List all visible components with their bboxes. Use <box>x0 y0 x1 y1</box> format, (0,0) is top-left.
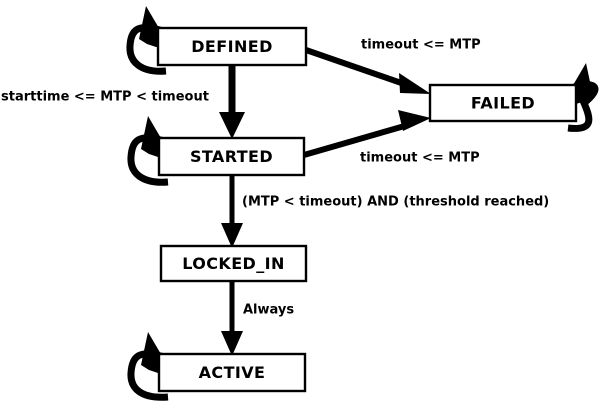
state-defined-label: DEFINED <box>191 37 273 56</box>
edge-label-timeout-mtp-lower: timeout <= MTP <box>360 151 480 166</box>
edge-defined-to-started-arrowhead <box>219 112 245 139</box>
state-active-box[interactable] <box>157 352 307 393</box>
self-loop-active-tip <box>148 349 160 368</box>
edge-defined-to-failed-line <box>305 47 411 89</box>
state-failed-label: FAILED <box>471 94 535 113</box>
state-locked-in[interactable]: LOCKED_IN <box>159 244 308 283</box>
state-started-label: STARTED <box>190 147 273 166</box>
edge-started-to-locked-in-arrowhead <box>221 223 243 248</box>
edge-label-always: Always <box>243 303 294 318</box>
state-failed-box[interactable] <box>428 83 578 123</box>
state-locked-in-box[interactable] <box>159 244 308 283</box>
edge-defined-to-failed-arrowhead <box>399 73 431 94</box>
state-started-box[interactable] <box>157 136 306 177</box>
edge-label-threshold-reached: (MTP < timeout) AND (threshold reached) <box>242 195 549 210</box>
state-locked-in-label: LOCKED_IN <box>182 254 285 273</box>
self-loop-started-tip <box>148 133 160 152</box>
edge-label-timeout-mtp-upper: timeout <= MTP <box>361 38 481 53</box>
state-active-label: ACTIVE <box>199 363 266 382</box>
state-defined-box[interactable] <box>156 26 308 67</box>
edge-locked-in-to-active <box>221 281 243 356</box>
edge-started-to-failed <box>303 110 431 158</box>
edge-defined-to-started <box>219 65 245 139</box>
self-loop-defined-tip <box>147 23 159 42</box>
edge-defined-to-failed <box>305 47 431 94</box>
self-loop-failed-tip <box>574 80 586 99</box>
edge-label-starttime-mtp-timeout: starttime <= MTP < timeout <box>1 90 209 105</box>
state-started[interactable]: STARTED <box>157 136 306 177</box>
edge-started-to-failed-line <box>303 122 409 158</box>
state-active[interactable]: ACTIVE <box>157 352 307 393</box>
state-failed[interactable]: FAILED <box>428 83 578 123</box>
edge-started-to-locked-in <box>221 175 243 248</box>
edge-started-to-failed-arrowhead <box>398 110 431 131</box>
edge-locked-in-to-active-arrowhead <box>221 331 243 356</box>
state-defined[interactable]: DEFINED <box>156 26 308 67</box>
